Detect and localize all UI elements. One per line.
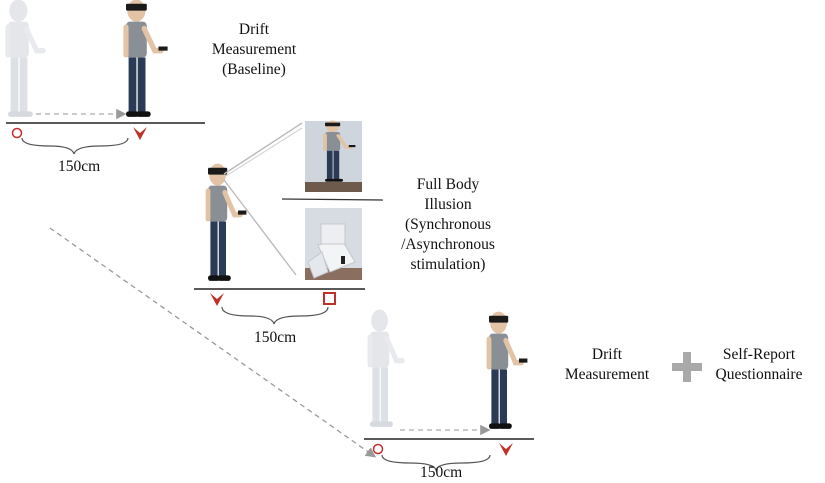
step2-title: Full Body Illusion (Synchronous /Asynchr… <box>398 175 498 275</box>
step1-position-marker-icon <box>133 127 147 140</box>
step3-participant-figure <box>487 312 528 429</box>
step1-ghost-figure <box>5 0 43 117</box>
step2-object-view-panel <box>305 208 362 280</box>
step1-title-line1: Drift <box>238 21 270 38</box>
step3-start-circle-icon <box>372 443 384 455</box>
step2-distance-label: 150cm <box>254 329 297 346</box>
step2-view-line-upper2 <box>225 127 303 177</box>
step2-title-line5: stimulation) <box>410 256 486 273</box>
step2-view-line-lower <box>223 179 297 276</box>
step2-position-marker-icon <box>210 293 224 306</box>
step1-participant-figure <box>123 0 167 117</box>
step3-distance-label: 150cm <box>420 464 463 481</box>
step3-position-marker-icon <box>499 443 513 456</box>
step3-distance-brace <box>381 454 491 473</box>
step2-view-line-upper <box>223 122 303 175</box>
step2-distance-brace <box>221 306 329 325</box>
step1-distance-label: 150cm <box>58 158 101 175</box>
step3-ghost-figure <box>368 310 403 427</box>
step2-object-square-icon <box>323 292 336 305</box>
plus-icon <box>672 352 702 382</box>
step1-distance-brace <box>21 137 129 155</box>
step2-participant-figure <box>206 164 247 281</box>
step1-title: Drift Measurement (Baseline) <box>200 20 308 80</box>
step2-avatar-view-panel <box>305 118 362 192</box>
step2-title-line4: /Asynchronous <box>401 236 495 253</box>
step1-title-line3: (Baseline) <box>222 61 286 78</box>
step3-title: Drift Measurement <box>564 346 650 383</box>
step1-start-circle-icon <box>11 127 23 139</box>
progression-arrow <box>49 227 377 458</box>
step2-panel-divider <box>281 198 384 201</box>
step1-title-line2: Measurement <box>211 41 297 58</box>
step2-title-line3: (Synchronous <box>404 216 492 233</box>
questionnaire-label: Self-Report Questionnaire <box>715 346 803 383</box>
step2-title-line2: Illusion <box>424 196 472 213</box>
step2-title-line1: Full Body <box>416 176 480 193</box>
